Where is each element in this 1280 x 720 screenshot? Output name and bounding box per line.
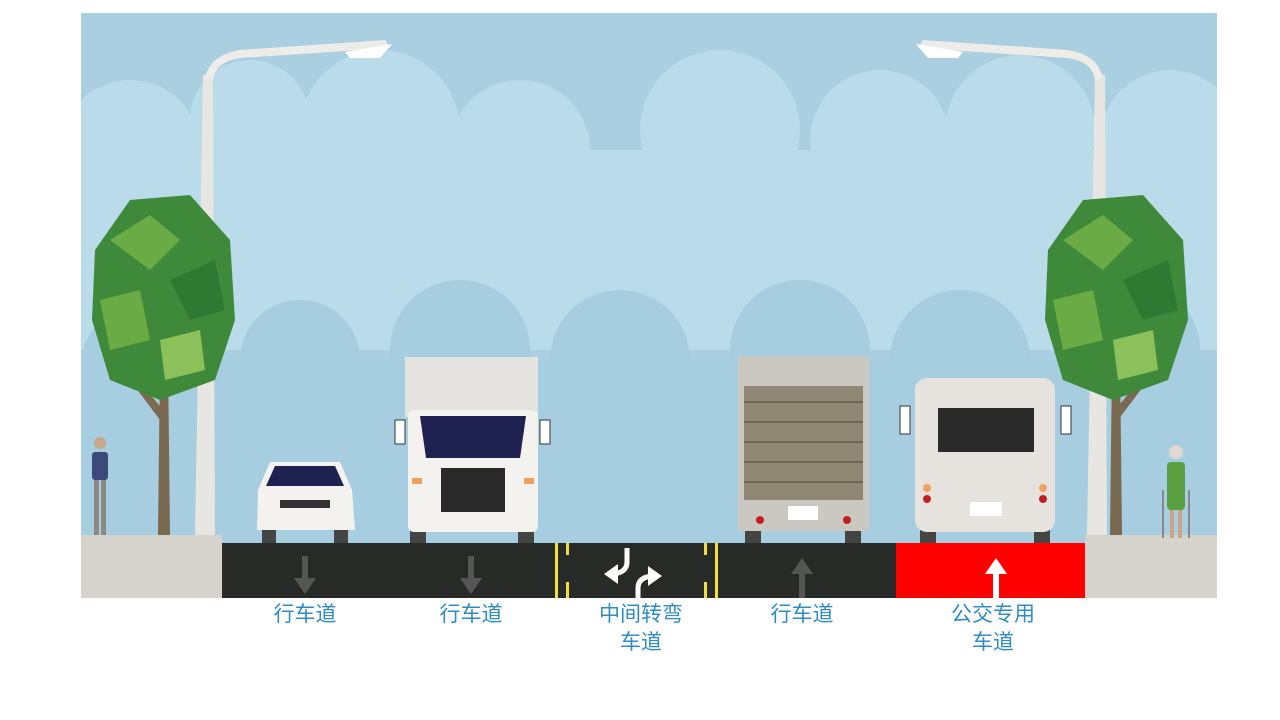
lane-label-travel-1: 行车道	[225, 600, 385, 628]
car	[257, 462, 355, 545]
pedestrian-left	[92, 437, 108, 535]
pedestrian-right	[1162, 445, 1190, 538]
sidewalk-left	[81, 535, 222, 598]
lane-label-travel-3: 行车道	[722, 600, 882, 628]
arrow-down-icon	[294, 556, 316, 594]
lane-label-line1: 行车道	[770, 602, 834, 626]
arrow-down-icon	[460, 556, 482, 594]
turn-arrowheads	[604, 564, 662, 586]
arrow-up-icon	[985, 558, 1007, 598]
lane-label-bus: 公交专用 车道	[913, 600, 1073, 656]
lane-label-line2: 车道	[972, 630, 1014, 654]
tree-right	[1045, 195, 1188, 535]
lane-label-travel-2: 行车道	[391, 600, 551, 628]
truck-front	[394, 357, 551, 545]
tree-left	[92, 195, 235, 535]
bus-rear	[899, 378, 1072, 545]
arrow-up-icon	[791, 558, 813, 598]
lane-label-line1: 行车道	[273, 602, 337, 626]
sidewalk-right	[1085, 535, 1217, 598]
lane-label-line1: 行车道	[439, 602, 503, 626]
lane-label-line1: 公交专用	[951, 602, 1035, 626]
lane-label-line2: 车道	[620, 630, 662, 654]
box-truck-rear	[738, 356, 869, 545]
center-turn-lane-lines	[555, 543, 718, 598]
lane-label-center-turn: 中间转弯 车道	[561, 600, 721, 656]
lane-label-line1: 中间转弯	[599, 602, 683, 626]
